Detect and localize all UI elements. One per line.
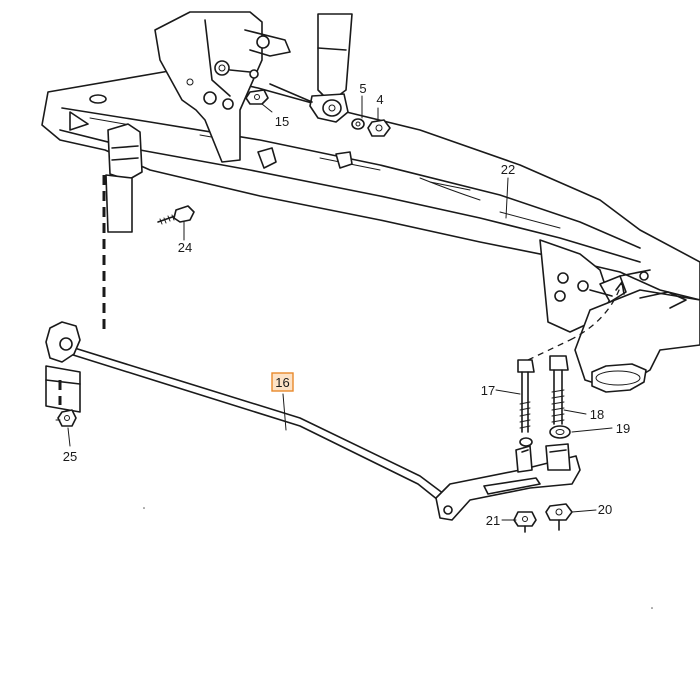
washer-part-5 — [351, 118, 365, 130]
beam-clip-right — [335, 151, 353, 169]
assembly-line-right — [527, 339, 571, 361]
nut-part-21 — [513, 511, 537, 533]
bolt-part-24 — [157, 205, 195, 225]
nut-part-25 — [55, 409, 77, 427]
callout-19: 19 — [616, 421, 630, 436]
nut-part-4 — [367, 119, 391, 137]
nut-part-20 — [545, 503, 573, 531]
upper-mount-bracket — [154, 11, 291, 163]
leader-lines — [67, 95, 613, 521]
beam-clip-left — [257, 147, 277, 169]
bolt-part-17 — [517, 359, 535, 433]
callout-25: 25 — [63, 449, 77, 464]
callout-22: 22 — [501, 162, 515, 177]
callout-16-highlight — [271, 372, 294, 392]
bolt-part-18 — [549, 355, 569, 425]
callout-20: 20 — [598, 502, 612, 517]
stabilizer-bar-part-16 — [67, 345, 581, 521]
washer-part-19 — [549, 425, 571, 439]
stabilizer-bushing-left — [45, 321, 81, 413]
callout-16: 16 — [275, 375, 289, 390]
callout-24: 24 — [178, 240, 192, 255]
assembly-arrow-head — [615, 281, 625, 295]
callout-17: 17 — [481, 383, 495, 398]
callout-18: 18 — [590, 407, 604, 422]
axle-beam — [41, 69, 700, 301]
callout-21: 21 — [486, 513, 500, 528]
left-stabilizer-bracket — [105, 123, 143, 233]
washer-under-bolt-17 — [519, 437, 533, 447]
callout-5: 5 — [359, 81, 366, 96]
trailing-arm — [574, 269, 700, 393]
callout-labels: 4 5 15 16 17 18 19 20 21 22 24 25 — [63, 81, 630, 528]
callout-15: 15 — [275, 114, 289, 129]
callout-4: 4 — [376, 92, 383, 107]
scan-speck — [143, 507, 145, 509]
scan-speck — [651, 607, 653, 609]
nut-part-15 — [245, 89, 269, 105]
shock-absorber — [269, 13, 353, 123]
